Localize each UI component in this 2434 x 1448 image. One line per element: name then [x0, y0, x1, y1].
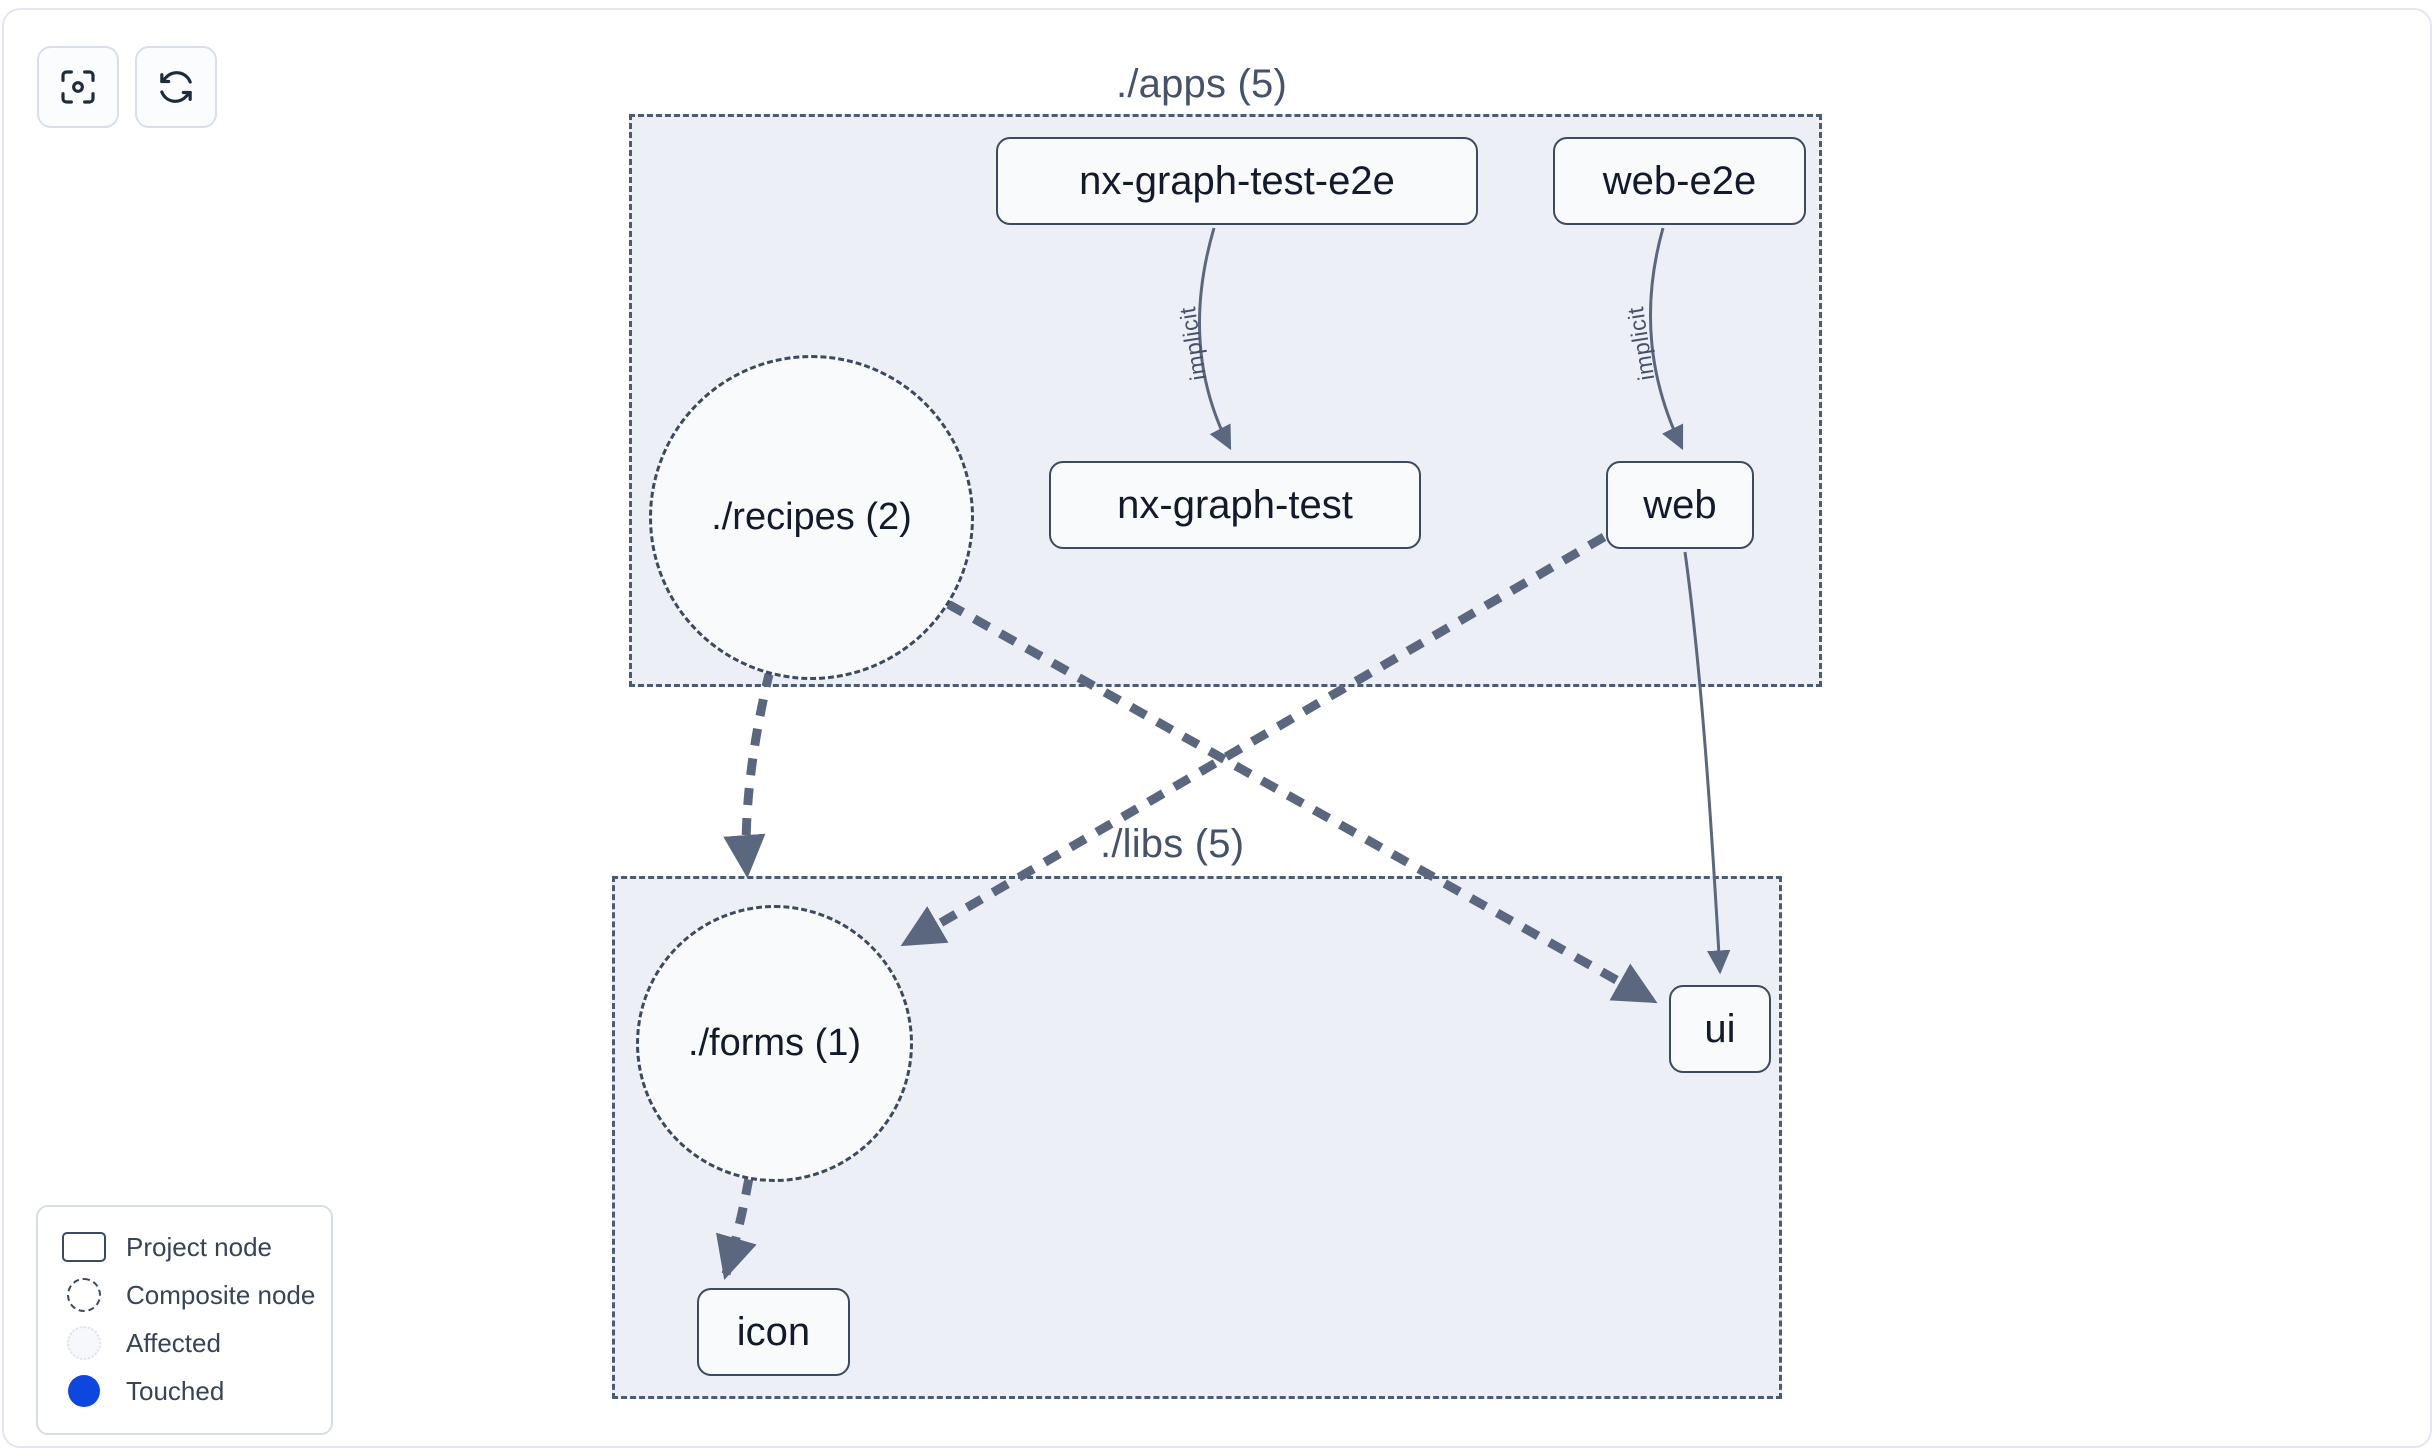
legend-item-project-node: Project node	[60, 1223, 313, 1271]
graph-toolbar	[37, 46, 217, 128]
edge-recipes-to-forms	[723, 668, 775, 879]
node-recipes-composite[interactable]: ./recipes (2)	[649, 355, 974, 680]
graph-canvas[interactable]: ./apps (5) ./libs (5)	[4, 10, 2430, 1446]
graph-legend: Project node Composite node Affected Tou…	[36, 1205, 333, 1435]
legend-label-composite-node: Composite node	[126, 1279, 316, 1310]
focus-graph-button[interactable]	[37, 46, 119, 128]
focus-target-icon	[58, 67, 98, 107]
legend-item-affected: Affected	[60, 1319, 313, 1367]
legend-label-touched: Touched	[126, 1375, 225, 1406]
refresh-graph-button[interactable]	[135, 46, 217, 128]
node-icon[interactable]: icon	[697, 1288, 850, 1376]
legend-item-composite-node: Composite node	[60, 1271, 316, 1319]
composite-node-swatch-icon	[60, 1278, 108, 1312]
node-web-e2e[interactable]: web-e2e	[1553, 137, 1806, 225]
legend-item-touched: Touched	[60, 1367, 313, 1415]
group-libs-label: ./libs (5)	[1100, 822, 1245, 866]
affected-swatch-icon	[60, 1326, 108, 1360]
node-web[interactable]: web	[1606, 461, 1754, 549]
node-nx-graph-test-e2e[interactable]: nx-graph-test-e2e	[996, 137, 1478, 225]
refresh-icon	[156, 67, 196, 107]
legend-label-affected: Affected	[126, 1327, 221, 1358]
node-forms-composite[interactable]: ./forms (1)	[636, 905, 913, 1182]
node-ui[interactable]: ui	[1669, 985, 1771, 1073]
project-node-swatch-icon	[60, 1232, 108, 1262]
touched-swatch-icon	[60, 1375, 108, 1407]
node-nx-graph-test[interactable]: nx-graph-test	[1049, 461, 1421, 549]
legend-label-project-node: Project node	[126, 1231, 272, 1262]
group-apps-label: ./apps (5)	[1116, 62, 1287, 106]
graph-app-frame: ./apps (5) ./libs (5)	[2, 8, 2432, 1448]
